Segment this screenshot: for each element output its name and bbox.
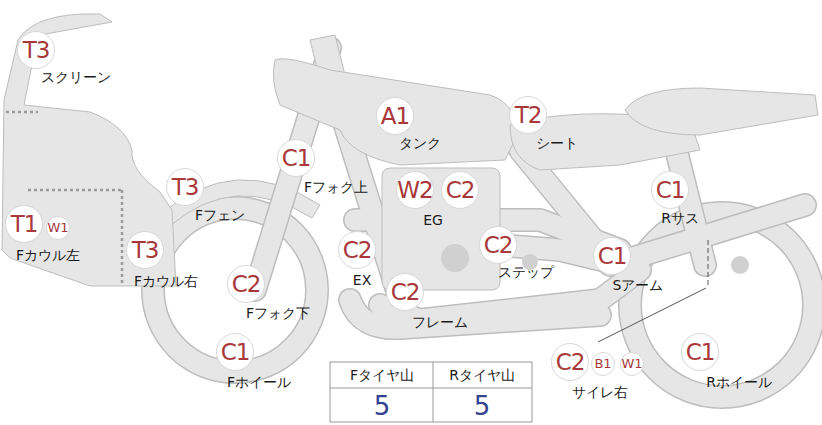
callout-code-small: W1 (620, 352, 644, 376)
part-name: EX (353, 272, 371, 288)
table-value: 5 (474, 391, 491, 421)
part-name: Fフェン (195, 207, 245, 223)
callout-code: T2 (509, 96, 547, 134)
tire-table (330, 362, 532, 422)
table-value: 5 (374, 391, 391, 421)
part-name: Fホイール (227, 374, 291, 390)
callout-code: A1 (376, 97, 414, 135)
table-header: Rタイヤ山 (449, 367, 515, 385)
callout-code: C1 (651, 171, 689, 209)
callout-code: C2 (441, 171, 479, 209)
callout-code: C2 (386, 273, 424, 311)
callout-code: C2 (338, 231, 376, 269)
callout-code: C1 (681, 333, 719, 371)
cowl-divisions (6, 112, 122, 284)
part-name: Rホイール (706, 374, 772, 390)
table-header: Fタイヤ山 (350, 367, 414, 385)
callout-code: C2 (227, 265, 265, 303)
part-name: Fカウル右 (134, 273, 198, 289)
callout-code-small: W1 (46, 216, 70, 240)
part-name: ステップ (498, 264, 554, 280)
part-name: サイレ右 (572, 384, 628, 400)
callout-code: T3 (126, 231, 164, 269)
callout-code: T3 (17, 31, 55, 69)
part-name: シート (536, 135, 578, 151)
callout-code: C1 (277, 139, 315, 177)
callout-code: W2 (396, 171, 434, 209)
part-name: Fフォク上 (304, 179, 368, 195)
part-name: Fフォク下 (246, 305, 310, 321)
tail (625, 88, 818, 135)
callout-code: T3 (166, 168, 204, 206)
part-name: EG (423, 212, 443, 228)
callout-code: C2 (479, 226, 517, 264)
callout-code: C1 (593, 237, 631, 275)
part-name: タンク (399, 135, 441, 151)
part-name: Rサス (661, 210, 699, 226)
callout-code: T1 (5, 205, 43, 243)
callout-code: C2 (551, 343, 589, 381)
engine (382, 168, 500, 290)
callout-code-small: B1 (591, 352, 615, 376)
cowl (2, 14, 176, 286)
part-name: Fカウル左 (16, 247, 80, 263)
callout-code: C1 (216, 333, 254, 371)
part-name: Sアーム (613, 277, 664, 293)
part-name: スクリーン (41, 69, 111, 85)
part-name: フレーム (412, 314, 468, 330)
